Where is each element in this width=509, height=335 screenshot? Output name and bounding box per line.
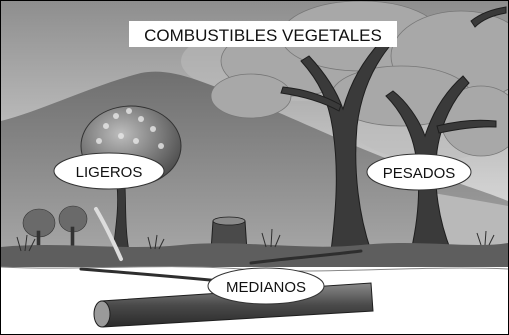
label-heavy-fuels: PESADOS bbox=[367, 154, 471, 190]
ground-underbrush bbox=[1, 243, 508, 269]
diagram-title: COMBUSTIBLES VEGETALES bbox=[144, 26, 382, 45]
label-light-text: LIGEROS bbox=[76, 164, 143, 181]
title-box: COMBUSTIBLES VEGETALES bbox=[129, 21, 397, 47]
label-medium-fuels: MEDIANOS bbox=[208, 268, 324, 304]
label-medium-text: MEDIANOS bbox=[226, 279, 306, 296]
label-heavy-text: PESADOS bbox=[383, 165, 456, 182]
label-light-fuels: LIGEROS bbox=[54, 153, 164, 189]
